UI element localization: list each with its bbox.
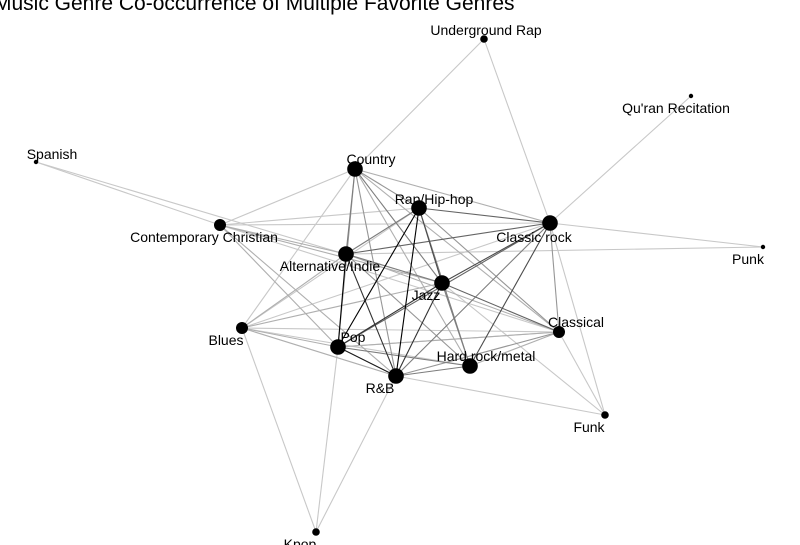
edge-classic_rock-blues <box>241 222 551 329</box>
node-contemporary-christian <box>214 219 226 231</box>
node-label-punk: Punk <box>732 251 765 267</box>
edge-jazz-hard_rock <box>441 282 471 367</box>
diagram-title: Music Genre Co-occurrence of Multiple Fa… <box>0 0 515 15</box>
node-label-rnb: R&B <box>366 380 395 396</box>
edge-contemporary_christian-pop <box>219 224 339 348</box>
node-classical <box>553 326 565 338</box>
edge-pop-hard_rock <box>337 346 471 367</box>
edge-jazz-classical <box>441 282 560 333</box>
edge-punk-alternative <box>345 246 764 255</box>
edge-rnb-blues <box>241 327 397 377</box>
edge-contemporary_christian-jazz <box>219 224 443 284</box>
edge-rap-pop <box>337 207 420 348</box>
node-label-classic-rock: Classic rock <box>496 229 572 245</box>
node-hard-rock <box>462 358 478 374</box>
edge-contemporary_christian-alternative <box>219 224 347 255</box>
edge-rap-alternative <box>345 207 420 255</box>
edge-alternative-rnb <box>345 253 397 377</box>
node-label-alternative: Alternative/Indie <box>280 258 381 274</box>
edge-alternative-classical <box>345 253 560 333</box>
edge-quran-classic_rock <box>549 95 692 224</box>
node-label-country: Country <box>346 151 395 167</box>
edge-classical-funk <box>558 331 606 416</box>
edge-blues-kpop <box>241 327 317 533</box>
node-label-hard-rock: Hard rock/metal <box>437 348 536 364</box>
edge-country-rap <box>354 168 420 209</box>
node-label-funk: Funk <box>573 419 605 435</box>
node-label-pop: Pop <box>341 329 366 345</box>
edge-jazz-rnb <box>395 282 443 377</box>
edge-rnb-kpop <box>315 375 397 533</box>
node-underground-rap <box>480 35 488 43</box>
edge-spanish-contemporary_christian <box>35 161 221 226</box>
node-label-jazz: Jazz <box>412 287 441 303</box>
node-funk <box>601 411 609 419</box>
node-jazz <box>434 275 450 291</box>
edge-alternative-jazz <box>345 253 443 284</box>
node-label-rap: Rap/Hip-hop <box>395 191 474 207</box>
edge-classic_rock-alternative <box>345 222 551 255</box>
node-label-blues: Blues <box>208 332 243 348</box>
edge-alternative-blues <box>241 253 347 329</box>
node-rap <box>411 200 427 216</box>
edge-contemporary_christian-classical <box>219 224 560 333</box>
edge-classic_rock-rnb <box>395 222 551 377</box>
node-quran <box>688 93 694 99</box>
edge-classic_rock-funk <box>549 222 606 416</box>
edge-classic_rock-classical <box>549 222 560 333</box>
node-punk <box>760 244 766 250</box>
node-label-quran: Qu'ran Recitation <box>622 100 730 116</box>
node-blues <box>236 322 248 334</box>
edge-hard_rock-blues <box>241 327 471 367</box>
node-rnb <box>388 368 404 384</box>
node-classic-rock <box>542 215 558 231</box>
edge-rap-contemporary_christian <box>219 207 420 226</box>
edge-punk-classic_rock <box>549 222 764 248</box>
edge-hard_rock-classical <box>469 331 560 367</box>
node-label-kpop: Kpop <box>284 536 317 545</box>
edge-jazz-funk <box>441 282 606 416</box>
edge-rnb-funk <box>395 375 606 416</box>
edge-rap-jazz <box>418 207 443 284</box>
edge-rap-classical <box>418 207 560 333</box>
edge-alternative-pop <box>337 253 347 348</box>
edge-country-alternative <box>345 168 356 255</box>
node-country <box>347 161 363 177</box>
node-pop <box>330 339 346 355</box>
edge-country-hard_rock <box>354 168 471 367</box>
nodes-layer <box>33 35 766 536</box>
edge-rnb-hard_rock <box>395 365 471 377</box>
edge-country-classical <box>354 168 560 333</box>
node-alternative <box>338 246 354 262</box>
edge-country-blues <box>241 168 356 329</box>
node-kpop <box>312 528 320 536</box>
edge-pop-rnb <box>337 346 397 377</box>
edge-country-contemporary_christian <box>219 168 356 226</box>
edge-rnb-classical <box>395 331 560 377</box>
edge-rap-classic_rock <box>418 207 551 224</box>
edge-country-classic_rock <box>354 168 551 224</box>
edge-classic_rock-hard_rock <box>469 222 551 367</box>
edges-layer <box>35 38 764 533</box>
node-label-spanish: Spanish <box>27 146 78 162</box>
node-label-contemporary-christian: Contemporary Christian <box>130 229 278 245</box>
node-label-underground-rap: Underground Rap <box>430 22 542 38</box>
edge-underground_rap-country <box>354 38 485 170</box>
edge-pop-classical <box>337 331 560 348</box>
edge-blues-classical <box>241 327 560 333</box>
edge-pop-kpop <box>315 346 339 533</box>
edge-alternative-hard_rock <box>345 253 471 367</box>
edge-classic_rock-contemporary_christian <box>219 222 551 226</box>
edge-country-rnb <box>354 168 397 377</box>
edge-classic_rock-jazz <box>441 222 551 284</box>
edge-rap-rnb <box>395 207 420 377</box>
node-spanish <box>33 159 39 165</box>
edge-underground_rap-classic_rock <box>483 38 551 224</box>
edge-jazz-pop <box>337 282 443 348</box>
edge-country-jazz <box>354 168 443 284</box>
node-label-classical: Classical <box>548 314 604 330</box>
edge-pop-blues <box>241 327 339 348</box>
